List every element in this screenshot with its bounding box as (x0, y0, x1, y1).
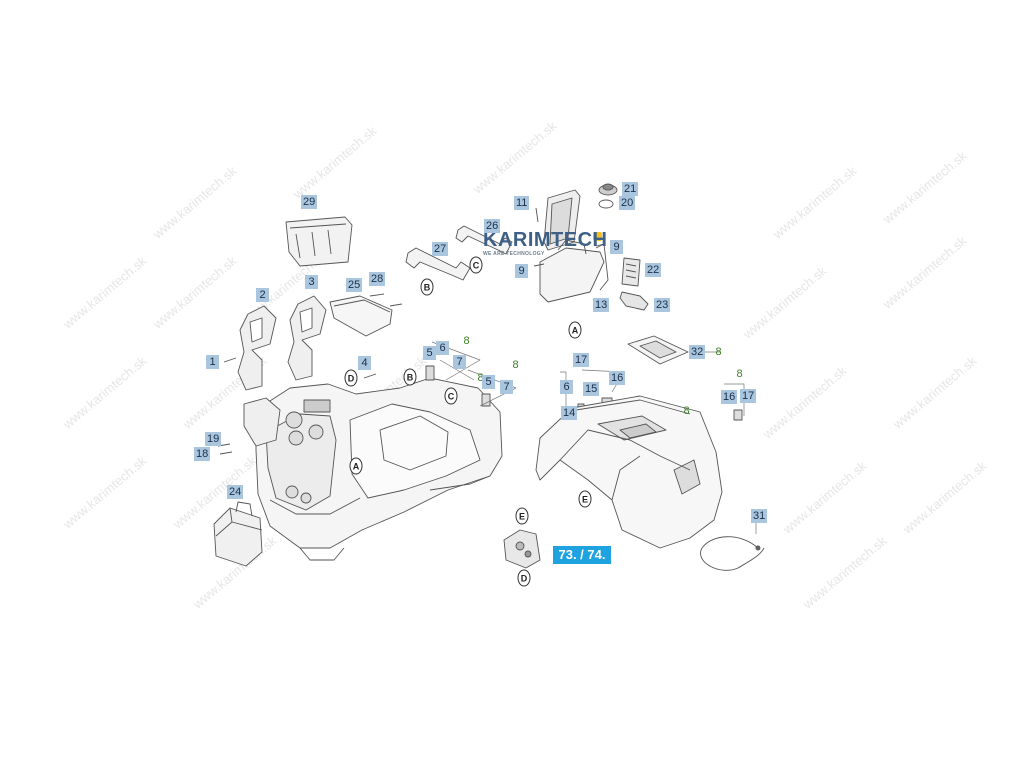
callout-26[interactable]: 26 (484, 219, 501, 233)
part-cover-25[interactable] (329, 295, 393, 337)
brand-tagline: WE ARE TECHNOLOGY (483, 251, 545, 257)
callout-19[interactable]: 19 (205, 432, 222, 446)
brand-accent-icon (593, 232, 602, 241)
connection-marker-c: C (469, 256, 483, 274)
connection-marker-label: A (572, 326, 579, 336)
connection-marker-d: D (344, 369, 358, 387)
callout-8[interactable]: 8 (512, 359, 519, 371)
connection-marker-e: E (578, 490, 592, 508)
connection-marker-a: A (568, 321, 582, 339)
part-box-24[interactable] (213, 501, 263, 567)
callout-2[interactable]: 2 (256, 288, 269, 302)
part-clip-23[interactable] (619, 291, 649, 311)
callout-20[interactable]: 20 (619, 196, 636, 210)
callout-16[interactable]: 16 (609, 371, 626, 385)
callout-14[interactable]: 14 (561, 406, 578, 420)
callout-8[interactable]: 8 (683, 405, 690, 417)
connection-marker-label: D (348, 374, 355, 384)
part-handle-2[interactable] (237, 305, 277, 391)
part-bracket-26[interactable] (455, 225, 513, 255)
callout-27[interactable]: 27 (432, 242, 449, 256)
reference-badge[interactable]: 73. / 74. (553, 546, 611, 564)
part-hood[interactable] (535, 395, 723, 549)
part-cap-21[interactable] (598, 183, 618, 196)
connection-marker-b: B (403, 368, 417, 386)
callout-17[interactable]: 17 (740, 389, 757, 403)
callout-24[interactable]: 24 (227, 485, 244, 499)
callout-7[interactable]: 7 (500, 380, 513, 394)
callout-15[interactable]: 15 (583, 382, 600, 396)
part-cable-31[interactable] (700, 536, 765, 571)
connection-marker-label: E (582, 495, 588, 505)
connection-marker-label: C (448, 392, 455, 402)
callout-21[interactable]: 21 (622, 182, 639, 196)
part-handle-3[interactable] (287, 295, 327, 381)
callout-16[interactable]: 16 (721, 390, 738, 404)
callout-6[interactable]: 6 (436, 341, 449, 355)
connection-marker-label: E (519, 512, 525, 522)
connection-marker-d: D (517, 569, 531, 587)
callout-23[interactable]: 23 (654, 298, 671, 312)
callout-17[interactable]: 17 (573, 353, 590, 367)
callout-3[interactable]: 3 (305, 275, 318, 289)
part-handle-13[interactable] (539, 189, 609, 303)
part-frame-32[interactable] (627, 335, 689, 365)
connection-marker-label: A (353, 462, 360, 472)
callout-32[interactable]: 32 (689, 345, 706, 359)
callout-4[interactable]: 4 (358, 356, 371, 370)
callout-11[interactable]: 11 (514, 196, 530, 210)
connection-marker-label: D (521, 574, 528, 584)
connection-marker-c: C (444, 387, 458, 405)
callout-9[interactable]: 9 (610, 240, 623, 254)
connection-marker-label: B (407, 373, 414, 383)
part-module-73-74[interactable] (503, 529, 541, 569)
callout-29[interactable]: 29 (301, 195, 318, 209)
callout-22[interactable]: 22 (645, 263, 662, 277)
callout-13[interactable]: 13 (593, 298, 610, 312)
connection-marker-a: A (349, 457, 363, 475)
connection-marker-e: E (515, 507, 529, 525)
callout-8[interactable]: 8 (477, 372, 484, 384)
brand-logo: KARIMTECH WE ARE TECHNOLOGY (483, 229, 613, 261)
callout-1[interactable]: 1 (206, 355, 219, 369)
callout-5[interactable]: 5 (423, 346, 436, 360)
part-plate-22[interactable] (621, 257, 641, 287)
callout-31[interactable]: 31 (751, 509, 768, 523)
callout-6[interactable]: 6 (560, 380, 573, 394)
brand-name: KARIMTECH (483, 229, 608, 251)
connection-marker-label: C (473, 261, 480, 271)
part-tray-29[interactable] (285, 216, 353, 267)
callout-5[interactable]: 5 (482, 375, 495, 389)
part-base-body[interactable] (243, 377, 503, 561)
connection-markers: A A B B C C D D E E (344, 256, 592, 587)
connection-marker-label: B (424, 283, 431, 293)
part-oring-20[interactable] (598, 199, 614, 209)
callout-7[interactable]: 7 (453, 355, 466, 369)
callout-9[interactable]: 9 (515, 264, 528, 278)
callout-8[interactable]: 8 (463, 335, 470, 347)
callout-25[interactable]: 25 (346, 278, 363, 292)
callout-18[interactable]: 18 (194, 447, 211, 461)
callout-28[interactable]: 28 (369, 272, 386, 286)
callout-8[interactable]: 8 (736, 368, 743, 380)
connection-marker-b: B (420, 278, 434, 296)
part-bracket-27[interactable] (405, 247, 471, 281)
callout-8[interactable]: 8 (715, 346, 722, 358)
